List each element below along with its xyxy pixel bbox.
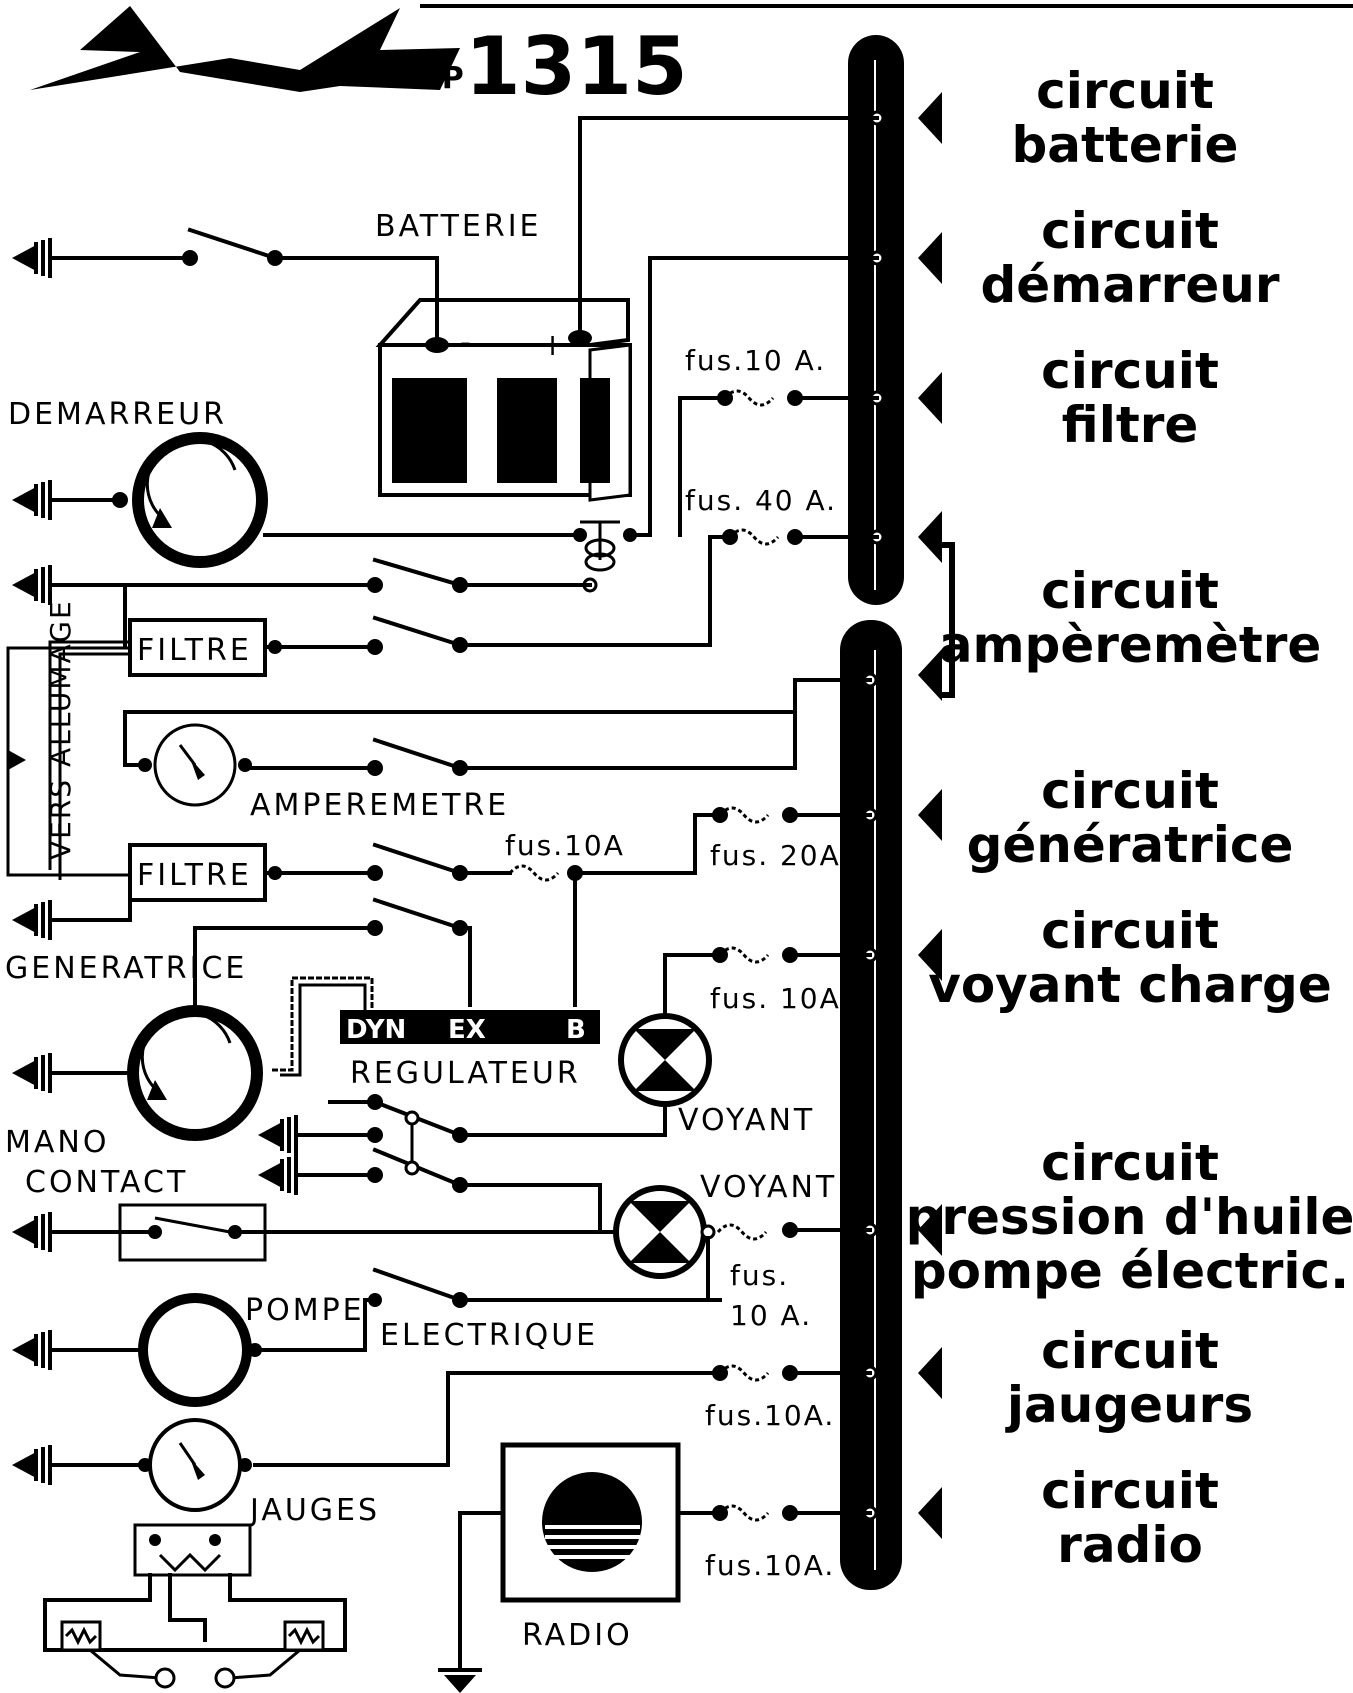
amperemetre-label: AMPEREMETRE xyxy=(250,788,509,823)
fuse-label-8: fus.10A. xyxy=(705,1549,835,1582)
svg-text:ampèremètre: ampèremètre xyxy=(939,616,1322,674)
svg-text:circuit: circuit xyxy=(1041,202,1219,260)
svg-text:circuit: circuit xyxy=(1041,1134,1219,1192)
svg-text:génératrice: génératrice xyxy=(967,816,1294,874)
mano-contact-switch xyxy=(12,1203,267,1262)
generatrice-motor-icon xyxy=(12,1005,263,1141)
svg-text:pompe électric.: pompe électric. xyxy=(911,1242,1349,1300)
svg-text:-: - xyxy=(460,325,471,360)
svg-text:radio: radio xyxy=(1057,1516,1203,1574)
svg-text:filtre: filtre xyxy=(1062,396,1199,454)
svg-text:+: + xyxy=(540,328,565,363)
fuse-10a-filtre xyxy=(678,389,879,537)
svg-text:DYN: DYN xyxy=(346,1015,406,1045)
filtre-box-2: FILTRE xyxy=(128,843,267,902)
batterie-label: BATTERIE xyxy=(375,209,542,244)
voyant-charge-lamp-icon xyxy=(618,1013,712,1107)
circuit-generatrice-label: circuit génératrice xyxy=(967,762,1294,874)
logo-model: 1315 xyxy=(465,20,688,113)
svg-text:FILTRE: FILTRE xyxy=(137,633,252,668)
fuse-label-6b: 10 A. xyxy=(730,1299,812,1332)
jauges-sensors xyxy=(43,1523,347,1689)
svg-text:circuit: circuit xyxy=(1041,562,1219,620)
svg-text:B: B xyxy=(566,1015,586,1045)
svg-text:circuit: circuit xyxy=(1041,762,1219,820)
header-logo: cP 1315 xyxy=(30,4,1353,113)
fuse-40a-amperemetre xyxy=(458,528,879,647)
solenoid-icon xyxy=(573,520,637,593)
fuse-label-3: fus.10A xyxy=(505,829,625,862)
circuit-demarreur-label: circuit démarreur xyxy=(980,202,1279,314)
pompe-label: POMPE xyxy=(245,1293,365,1328)
pompe-motor-icon xyxy=(12,1293,262,1407)
svg-text:FILTRE: FILTRE xyxy=(137,858,252,893)
svg-text:circuit: circuit xyxy=(1041,902,1219,960)
bus-bar-lower xyxy=(840,620,902,1590)
fuse-label-7: fus.10A. xyxy=(705,1399,835,1432)
generatrice-label: GENERATRICE xyxy=(5,951,247,986)
fuse-10a-radio xyxy=(712,1504,872,1522)
voyant-1-label: VOYANT xyxy=(678,1103,815,1138)
circuit-radio-label: circuit radio xyxy=(1041,1462,1219,1574)
filtre-box-1: FILTRE xyxy=(128,618,267,677)
demarreur-label: DEMARREUR xyxy=(8,397,227,432)
fuse-10a-regulateur xyxy=(508,864,583,882)
radio-label: RADIO xyxy=(522,1618,633,1653)
circuit-arrow-icons xyxy=(918,92,955,1539)
ammeter-gauge-icon xyxy=(138,723,252,807)
fuse-label-5: fus. 10A. xyxy=(710,982,851,1015)
ground-icon xyxy=(438,1668,482,1693)
regulateur-label: REGULATEUR xyxy=(350,1056,581,1091)
svg-text:pression d'huile: pression d'huile xyxy=(906,1188,1353,1246)
vers-allumage-connector: VERS ALLUMAGE xyxy=(6,599,130,880)
voyant-2-label: VOYANT xyxy=(700,1170,837,1205)
svg-text:batterie: batterie xyxy=(1012,116,1239,174)
voyant-huile-lamp-icon xyxy=(613,1185,707,1279)
mano-label: MANO xyxy=(5,1125,109,1160)
svg-text:circuit: circuit xyxy=(1036,62,1214,120)
svg-text:jaugeurs: jaugeurs xyxy=(1005,1376,1253,1434)
main-switch xyxy=(12,227,283,278)
radio-icon xyxy=(500,1442,681,1603)
svg-text:circuit: circuit xyxy=(1041,1462,1219,1520)
fuse-10a-huile xyxy=(700,1222,872,1302)
fuse-label-4: fus. 20A xyxy=(710,839,841,872)
fuse-label-6a: fus. xyxy=(730,1259,789,1292)
contact-label: CONTACT xyxy=(25,1165,188,1200)
starter-motor-icon xyxy=(12,432,268,568)
svg-text:circuit: circuit xyxy=(1041,1322,1219,1380)
fuse-label-2: fus. 40 A. xyxy=(685,484,837,517)
circuit-amperemetre-label: circuit ampèremètre xyxy=(939,562,1322,674)
circuit-filtre-label: circuit filtre xyxy=(1041,342,1219,454)
regulateur-block: DYN EX B xyxy=(340,1010,600,1045)
circuit-batterie-label: circuit batterie xyxy=(1012,62,1239,174)
svg-text:circuit: circuit xyxy=(1041,342,1219,400)
svg-text:EX: EX xyxy=(448,1015,486,1045)
battery-icon: - + xyxy=(375,298,632,502)
lightning-logo-icon xyxy=(30,6,460,92)
jauges-label: JAUGES xyxy=(248,1493,380,1528)
electrique-label: ELECTRIQUE xyxy=(380,1318,598,1353)
circuit-pression-huile-label: circuit pression d'huile pompe électric. xyxy=(906,1134,1353,1300)
svg-text:voyant charge: voyant charge xyxy=(928,956,1332,1014)
jauges-gauge-icon xyxy=(12,1418,252,1512)
fuse-20a-generatrice xyxy=(712,806,872,824)
fuse-label-1: fus.10 A. xyxy=(685,344,826,377)
fuse-10a-jauges xyxy=(712,1364,872,1382)
fuse-10a-voyant xyxy=(712,946,872,964)
svg-text:démarreur: démarreur xyxy=(980,256,1279,314)
svg-text:VERS ALLUMAGE: VERS ALLUMAGE xyxy=(44,599,77,860)
logo-brand: cP xyxy=(424,61,464,96)
circuit-jaugeurs-label: circuit jaugeurs xyxy=(1005,1322,1253,1434)
circuit-voyant-charge-label: circuit voyant charge xyxy=(928,902,1332,1014)
